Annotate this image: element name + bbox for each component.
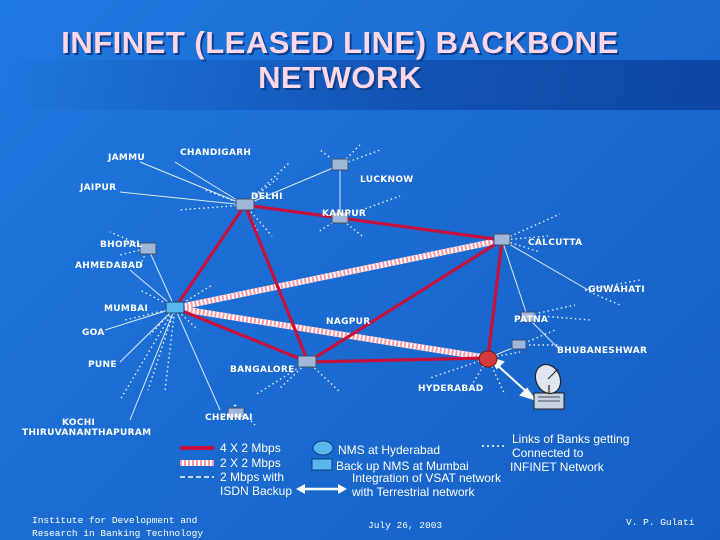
legend-vsat-label-2: with Terrestrial network [352, 485, 475, 499]
feeder-links [104, 161, 589, 421]
city-label-nagpur: NAGPUR [326, 317, 371, 327]
node-delhi [235, 198, 255, 211]
node-bhubaneshwar [511, 339, 527, 350]
legend-banks-label-2: Connected to [512, 446, 584, 460]
footer-author: V. P. Gulati [626, 517, 695, 528]
vsat-link [487, 356, 537, 401]
legend-2mbps-label: 2 Mbps with [220, 470, 285, 484]
node-lucknow [331, 158, 349, 171]
city-label-lucknow: LUCKNOW [360, 175, 414, 185]
legend-nms-label: NMS at Hyderabad [338, 443, 441, 457]
legend-4x2-label: 4 X 2 Mbps [220, 441, 281, 455]
title-band [0, 60, 720, 110]
city-label-chandigarh: CHANDIGARH [180, 148, 252, 158]
node-hyderabad-nms [478, 350, 498, 368]
legend-symbols [180, 440, 506, 494]
city-label-calcutta: CALCUTTA [528, 238, 583, 248]
city-label-guwahati: GUWAHATI [588, 285, 645, 295]
node-bangalore [297, 355, 317, 368]
legend-vsat-label-1: Integration of VSAT network [352, 471, 501, 485]
legend-banks-label-3: INFINET Network [510, 460, 604, 474]
slide-title-line2: NETWORK [258, 60, 422, 95]
city-label-kochi: KOCHI [62, 418, 96, 428]
satellite-dish-icon [533, 363, 565, 410]
city-label-bangalore: BANGALORE [230, 365, 295, 375]
city-label-mumbai: MUMBAI [104, 304, 149, 314]
city-label-patna: PATNA [514, 315, 549, 325]
footer-institute-line1: Institute for Development and [32, 515, 198, 526]
node-patna [520, 311, 536, 323]
backbone-4x2 [173, 203, 504, 364]
node-kanpur [331, 211, 349, 224]
slide-title-line1: INFINET (LEASED LINE) BACKBONE [61, 25, 619, 60]
legend-banks-label-1: Links of Banks getting [512, 432, 630, 446]
city-label-jammu: JAMMU [108, 153, 146, 163]
city-label-ahmedabad: AHMEDABAD [75, 261, 144, 271]
legend-backup-nms-label: Back up NMS at Mumbai [336, 459, 469, 473]
footer-date: July 26, 2003 [368, 520, 443, 531]
city-label-bhubaneshwar: BHUBANESHWAR [557, 346, 648, 356]
node-chennai [227, 407, 245, 419]
city-label-jaipur: JAIPUR [80, 183, 117, 193]
node-calcutta [493, 233, 511, 246]
legend-nms-icon [312, 440, 334, 456]
legend-isdn-label: ISDN Backup [220, 484, 293, 498]
backbone-2x2 [174, 237, 503, 361]
city-label-goa: GOA [82, 328, 105, 338]
node-bhopal [139, 242, 157, 255]
city-label-bhopal: BHOPAL [100, 240, 143, 250]
city-label-pune: PUNE [88, 360, 117, 370]
city-label-delhi: DELHI [251, 192, 283, 202]
city-label-thiruvananthapuram: THIRUVANANTHAPURAM [22, 428, 152, 438]
node-mumbai-nms [165, 301, 185, 314]
city-label-kanpur: KANPUR [322, 209, 367, 219]
legend-2x2-label: 2 X 2 Mbps [220, 456, 281, 470]
footer-institute-line2: Research in Banking Technology [32, 528, 204, 539]
router-nodes [139, 158, 536, 419]
legend-backup-nms-icon [311, 458, 333, 471]
city-label-hyderabad: HYDERABAD [418, 384, 484, 394]
city-label-chennai: CHENNAI [205, 413, 253, 423]
